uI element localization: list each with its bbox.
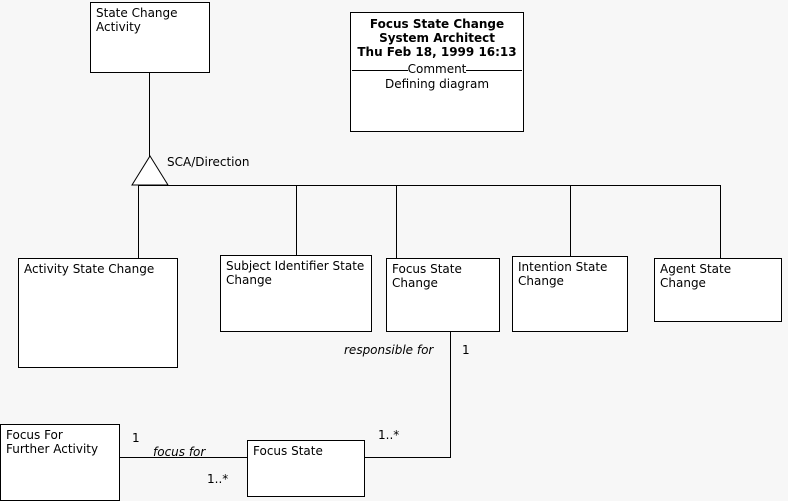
diagram-title-block: Focus State Change System Architect Thu … [350, 12, 524, 132]
class-box-focus-state-change[interactable]: Focus State Change [386, 258, 500, 332]
generalization-drop-agent-state-change [720, 185, 721, 258]
generalization-drop-subject-identifier-state-change [296, 185, 297, 255]
class-box-intention-state-change[interactable]: Intention State Change [512, 256, 628, 332]
comment-separator: Comment [351, 62, 523, 77]
class-name-focus-for-further-activity: Focus For Further Activity [6, 428, 99, 456]
title-tool-name: System Architect [379, 31, 495, 45]
association-label-responsible-for: responsible for [344, 343, 434, 357]
class-box-focus-for-further-activity[interactable]: Focus For Further Activity [0, 424, 120, 501]
generalization-drop-intention-state-change [570, 185, 571, 256]
class-name-state-change-activity: State Change Activity [96, 6, 178, 34]
association-responsible-for-horizontal [365, 457, 451, 458]
generalization-drop-focus-state-change [396, 185, 397, 258]
comment-rule-left [352, 70, 408, 71]
association-focus-for-line [120, 457, 247, 458]
comment-text: Defining diagram [384, 77, 490, 91]
class-box-focus-state[interactable]: Focus State [247, 440, 365, 497]
multiplicity-focus-for-target: 1..* [207, 472, 229, 486]
generalization-stem-upper [149, 73, 150, 157]
comment-rule-right [466, 70, 522, 71]
class-box-agent-state-change[interactable]: Agent State Change [654, 258, 782, 322]
generalization-label: SCA/Direction [167, 155, 250, 169]
title-timestamp: Thu Feb 18, 1999 16:13 [357, 45, 517, 59]
class-name-agent-state-change: Agent State Change [660, 262, 732, 290]
generalization-drop-activity-state-change [138, 185, 139, 258]
class-name-intention-state-change: Intention State Change [518, 260, 608, 288]
class-name-subject-identifier-state-change: Subject Identifier State Change [226, 259, 365, 287]
class-box-state-change-activity[interactable]: State Change Activity [90, 2, 210, 73]
comment-header: Comment [407, 62, 467, 76]
association-label-focus-for: focus for [153, 445, 206, 459]
class-name-focus-state-change: Focus State Change [392, 262, 462, 290]
class-box-activity-state-change[interactable]: Activity State Change [18, 258, 178, 368]
multiplicity-focus-for-source: 1 [132, 431, 140, 445]
multiplicity-responsible-for-source: 1 [462, 343, 470, 357]
class-name-activity-state-change: Activity State Change [24, 262, 155, 276]
multiplicity-responsible-for-target: 1..* [378, 428, 400, 442]
title-diagram-name: Focus State Change [369, 17, 505, 31]
generalization-bus [138, 185, 721, 186]
class-box-subject-identifier-state-change[interactable]: Subject Identifier State Change [220, 255, 372, 332]
class-name-focus-state: Focus State [253, 444, 323, 458]
association-responsible-for-vertical [450, 332, 451, 457]
generalization-triangle [131, 155, 169, 186]
